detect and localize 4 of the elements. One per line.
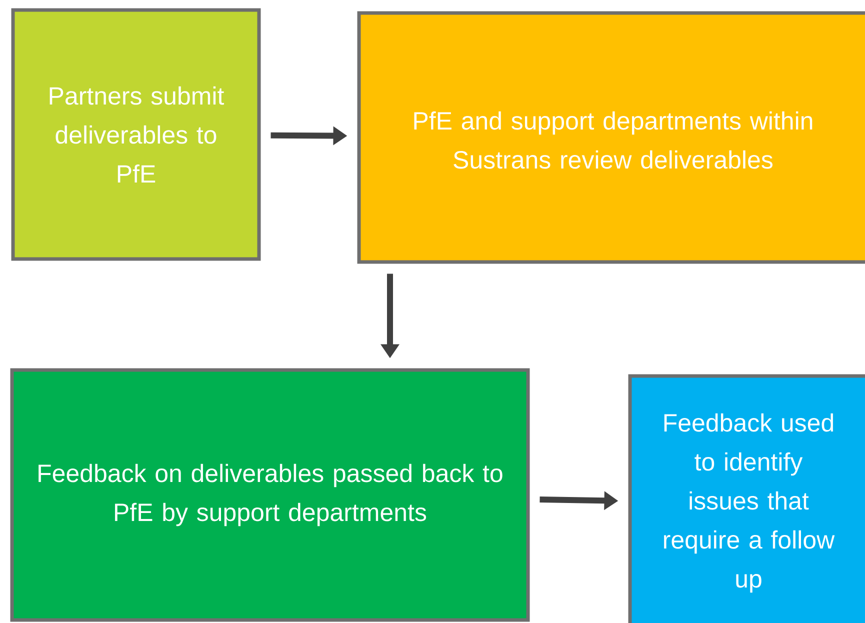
process-box: Partners submit deliverables to PfE	[11, 8, 261, 261]
process-box: Feedback used to identify issues that require a follow up	[628, 374, 865, 623]
process-box: PfE and support departments within Sustrans review deliverables	[357, 11, 865, 264]
process-box: Feedback on deliverables passed back to PfE by support departments	[10, 368, 530, 622]
